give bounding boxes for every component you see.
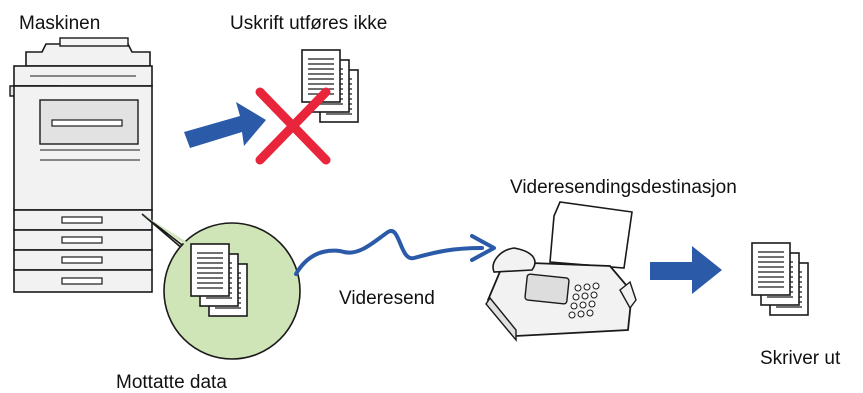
received-data-label: Mottatte data xyxy=(116,372,227,393)
no-print-label: Uskrift utføres ikke xyxy=(230,13,388,34)
document-stack-icon xyxy=(752,243,808,315)
blue-arrow-icon xyxy=(184,102,266,148)
forward-label: Videresend xyxy=(339,288,435,309)
document-stack-icon xyxy=(191,244,247,316)
fax-machine-icon xyxy=(485,201,637,342)
wave-arrow-icon xyxy=(294,228,496,276)
blue-arrow-icon xyxy=(650,246,722,294)
red-cross-icon xyxy=(255,87,331,165)
mfp-printer-icon xyxy=(9,37,153,293)
prints-out-label: Skriver ut xyxy=(760,348,841,369)
machine-label: Maskinen xyxy=(19,13,101,34)
forward-destination-label: Videresendingsdestinasjon xyxy=(510,177,737,198)
